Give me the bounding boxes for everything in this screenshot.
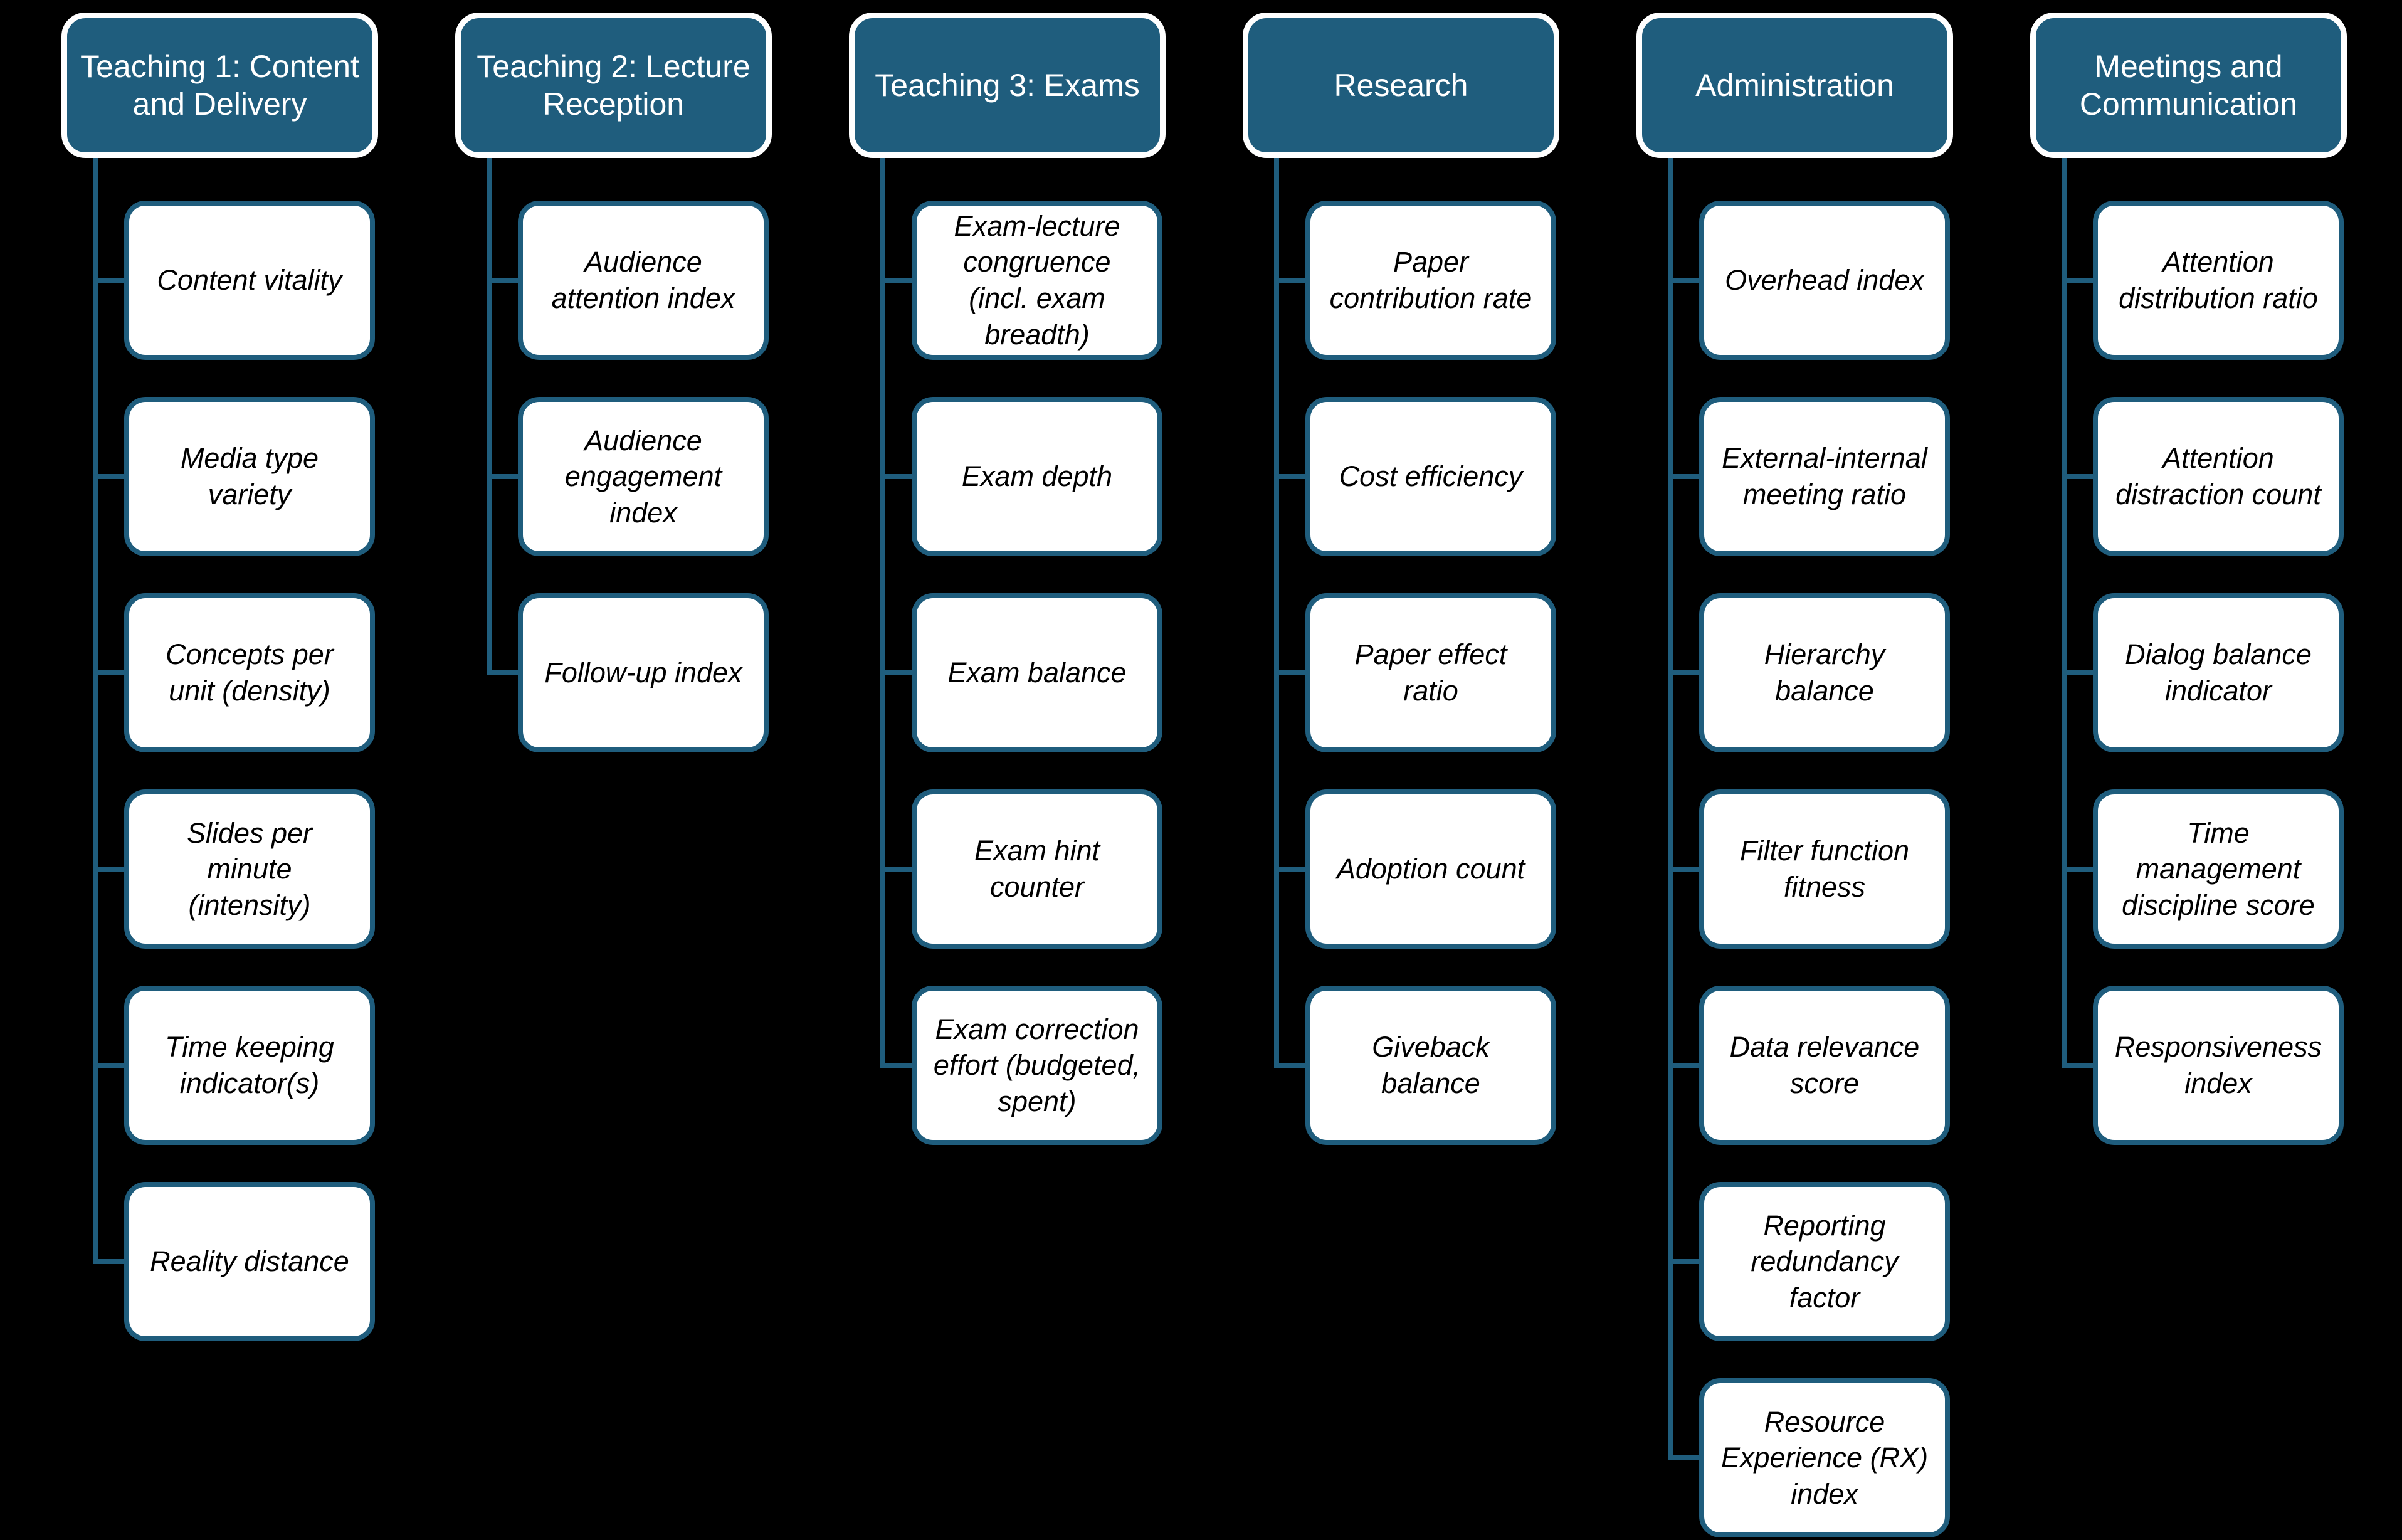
category-header-label: Teaching 3: Exams — [875, 68, 1140, 103]
category-header-label: Research — [1334, 68, 1468, 103]
metric-label: Content vitality — [157, 264, 342, 297]
metric-box: Exam-lecture congruence (incl. exam brea… — [880, 201, 1162, 360]
metric-box: Media type variety — [93, 397, 375, 556]
metric-box: Hierarchy balance — [1668, 593, 1950, 752]
category-header-label: Teaching 2: Lecture Reception — [477, 49, 751, 122]
connector-vertical-line — [93, 158, 98, 1262]
metric-label: Follow-up index — [544, 657, 742, 689]
metric-label: Filter function fitness — [1739, 835, 1910, 903]
metric-label: Dialog balance indicator — [2125, 638, 2312, 707]
metric-box: Resource Experience (RX) index — [1668, 1378, 1950, 1537]
category-header: Teaching 2: Lecture Reception — [455, 13, 772, 158]
metric-box: Paper contribution rate — [1274, 201, 1556, 360]
metric-label: Media type variety — [180, 442, 319, 510]
metric-label: Slides per minute (intensity) — [186, 816, 313, 921]
metric-box: Content vitality — [93, 201, 375, 360]
metric-box: Exam correction effort (budgeted, spent) — [880, 986, 1162, 1145]
connector-vertical-line — [1668, 158, 1673, 1458]
metric-label: Reporting redundancy factor — [1751, 1209, 1899, 1314]
metric-box: Exam balance — [880, 593, 1162, 752]
metric-box: Cost efficiency — [1274, 397, 1556, 556]
metric-box: External-internal meeting ratio — [1668, 397, 1950, 556]
metric-label: Responsiveness index — [2114, 1031, 2322, 1099]
metric-box: Concepts per unit (density) — [93, 593, 375, 752]
metric-label: Giveback balance — [1372, 1031, 1490, 1099]
metric-box: Exam depth — [880, 397, 1162, 556]
category-header: Research — [1243, 13, 1559, 158]
metric-label: Data relevance score — [1729, 1031, 1920, 1099]
metric-label: Paper contribution rate — [1329, 246, 1532, 314]
metric-box: Giveback balance — [1274, 986, 1556, 1145]
metric-box: Attention distribution ratio — [2062, 201, 2344, 360]
metric-box: Adoption count — [1274, 789, 1556, 949]
category-header: Meetings and Communication — [2030, 13, 2347, 158]
metric-label: Hierarchy balance — [1764, 638, 1885, 707]
metric-box: Audience attention index — [487, 201, 769, 360]
metric-box: Attention distraction count — [2062, 397, 2344, 556]
metric-box: Filter function fitness — [1668, 789, 1950, 949]
metric-box: Responsiveness index — [2062, 986, 2344, 1145]
metric-label: Exam balance — [947, 657, 1127, 689]
category-header: Administration — [1636, 13, 1953, 158]
metric-box: Reality distance — [93, 1182, 375, 1341]
metric-label: Adoption count — [1336, 853, 1525, 885]
metric-label: Cost efficiency — [1339, 460, 1523, 493]
metric-box: Overhead index — [1668, 201, 1950, 360]
metric-box: Follow-up index — [487, 593, 769, 752]
metric-box: Data relevance score — [1668, 986, 1950, 1145]
metric-label: Resource Experience (RX) index — [1720, 1405, 1929, 1510]
metric-box: Slides per minute (intensity) — [93, 789, 375, 949]
metric-label: Attention distraction count — [2115, 442, 2321, 510]
connector-vertical-line — [2062, 158, 2067, 1065]
category-header: Teaching 3: Exams — [849, 13, 1166, 158]
metric-label: Overhead index — [1725, 264, 1924, 297]
metric-label: Time keeping indicator(s) — [165, 1031, 334, 1099]
metric-box: Paper effect ratio — [1274, 593, 1556, 752]
metric-box: Time management discipline score — [2062, 789, 2344, 949]
metric-label: Exam correction effort (budgeted, spent) — [933, 1013, 1141, 1117]
metric-box: Time keeping indicator(s) — [93, 986, 375, 1145]
metric-list: Exam-lecture congruence (incl. exam brea… — [880, 201, 1162, 1182]
metric-box: Exam hint counter — [880, 789, 1162, 949]
metric-box: Reporting redundancy factor — [1668, 1182, 1950, 1341]
metric-label: Audience attention index — [551, 246, 735, 314]
metric-label: Reality distance — [150, 1245, 349, 1278]
category-header-label: Meetings and Communication — [2079, 49, 2298, 122]
metric-label: Audience engagement index — [564, 424, 722, 529]
connector-vertical-line — [1274, 158, 1279, 1065]
metric-label: Exam-lecture congruence (incl. exam brea… — [954, 209, 1120, 351]
category-header: Teaching 1: Content and Delivery — [61, 13, 378, 158]
metric-box: Dialog balance indicator — [2062, 593, 2344, 752]
metric-label: Paper effect ratio — [1354, 638, 1507, 707]
metric-label: Time management discipline score — [2122, 816, 2315, 921]
connector-vertical-line — [487, 158, 492, 673]
category-header-label: Administration — [1695, 68, 1894, 103]
connector-vertical-line — [880, 158, 885, 1065]
metric-label: Exam depth — [961, 460, 1113, 493]
metric-label: Attention distribution ratio — [2119, 246, 2318, 314]
metric-label: Concepts per unit (density) — [166, 638, 334, 707]
metric-label: External-internal meeting ratio — [1722, 442, 1927, 510]
metric-label: Exam hint counter — [974, 835, 1100, 903]
metric-box: Audience engagement index — [487, 397, 769, 556]
category-header-label: Teaching 1: Content and Delivery — [80, 49, 359, 122]
